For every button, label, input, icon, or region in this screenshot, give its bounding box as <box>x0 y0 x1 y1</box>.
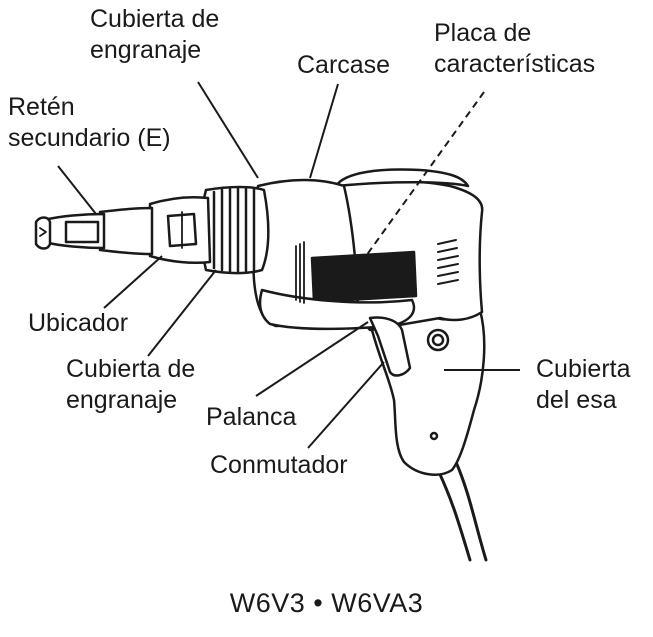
model-number: W6V3 • W6VA3 <box>229 588 424 618</box>
leader-locator <box>103 255 163 309</box>
label-secondary-detent: Retén secundario (E) <box>8 93 171 152</box>
top-fin <box>334 168 470 188</box>
nose <box>98 206 154 256</box>
leader-housing <box>309 83 339 179</box>
label-gear-cover-bottom: Cubierta de engranaje <box>66 355 196 414</box>
locator <box>148 196 212 264</box>
label-housing: Carcase <box>297 51 391 79</box>
gear-cover <box>200 185 270 275</box>
leader-lever <box>255 321 369 397</box>
trigger <box>368 316 412 377</box>
vent-slots <box>437 239 459 285</box>
gear-ribs <box>212 186 256 273</box>
motor-band <box>310 250 418 304</box>
label-handle-cover: Cubierta del esa <box>536 355 631 414</box>
label-nameplate: Placa de características <box>434 19 596 78</box>
label-gear-cover-top: Cubierta de engranaje <box>90 5 220 64</box>
label-locator: Ubicador <box>28 309 129 337</box>
leader-secondary-detent <box>57 165 97 215</box>
label-switch: Conmutador <box>210 451 348 479</box>
power-cord <box>436 468 472 562</box>
lock-button <box>426 328 450 352</box>
leader-switch <box>307 361 385 449</box>
side-ridges <box>295 241 305 304</box>
leader-nameplate <box>365 91 485 257</box>
bit-holder-window <box>64 220 100 244</box>
label-lever: Palanca <box>206 403 297 431</box>
leader-gear-cover-top <box>197 81 259 179</box>
leader-gear-cover-bottom <box>147 269 217 357</box>
